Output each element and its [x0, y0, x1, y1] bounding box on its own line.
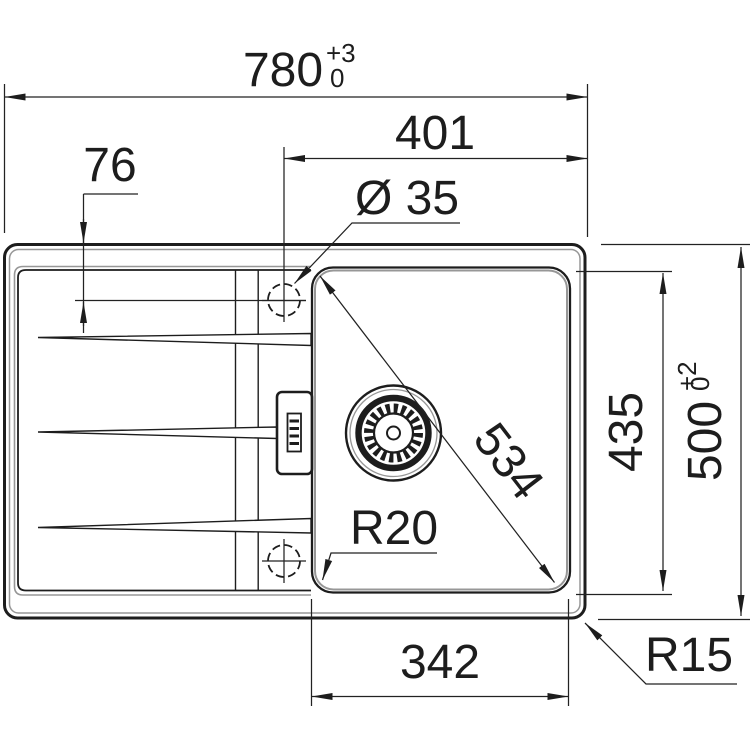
- drainboard-groove: [37, 426, 278, 440]
- drainboard-groove: [37, 332, 312, 347]
- dim-bowl-corner-radius: R20: [321, 502, 438, 581]
- dim-overall-depth-tol-plus: +2: [672, 361, 702, 391]
- dim-bowl-length-label: 435: [600, 392, 653, 472]
- dim-overall-width-tol-minus: 0: [330, 63, 344, 93]
- drainboard-panel: [13, 265, 314, 596]
- dim-faucet-hole-diameter-label: Ø 35: [355, 172, 459, 225]
- dim-faucet-offset-label: 401: [395, 107, 475, 160]
- drain-strainer: [344, 384, 443, 482]
- dim-rim-corner-radius: R15: [584, 622, 737, 685]
- dim-edge-offset: 76: [75, 139, 306, 333]
- dim-bowl-width: 342: [310, 599, 570, 706]
- dim-overall-width-label: 780: [243, 44, 323, 97]
- dim-edge-offset-label: 76: [83, 139, 136, 192]
- dim-overall-width-tol-plus: +3: [326, 38, 356, 68]
- dim-overall-depth-label: 500: [679, 401, 732, 481]
- dim-rim-corner-radius-label: R15: [645, 629, 733, 682]
- faucet-hole-bottom: [262, 539, 306, 583]
- dim-overall-depth-tol-minus: 0: [685, 377, 715, 391]
- dim-faucet-offset: 401: [283, 107, 588, 322]
- drainboard-groove: [37, 517, 312, 534]
- sink-outer-rim: [3, 243, 587, 620]
- dim-bowl-diagonal-label: 534: [463, 414, 554, 510]
- dim-faucet-hole-diameter: Ø 35: [294, 172, 460, 284]
- dim-bowl-width-label: 342: [400, 636, 480, 689]
- dim-bowl-corner-radius-label: R20: [350, 502, 438, 555]
- dim-overall-depth: 500 +2 0: [598, 243, 750, 621]
- sink-bowl: [310, 266, 572, 594]
- overflow-detail: [275, 390, 314, 476]
- dim-bowl-length: 435: [576, 270, 672, 596]
- dim-overall-width: 780 +3 0: [3, 38, 589, 237]
